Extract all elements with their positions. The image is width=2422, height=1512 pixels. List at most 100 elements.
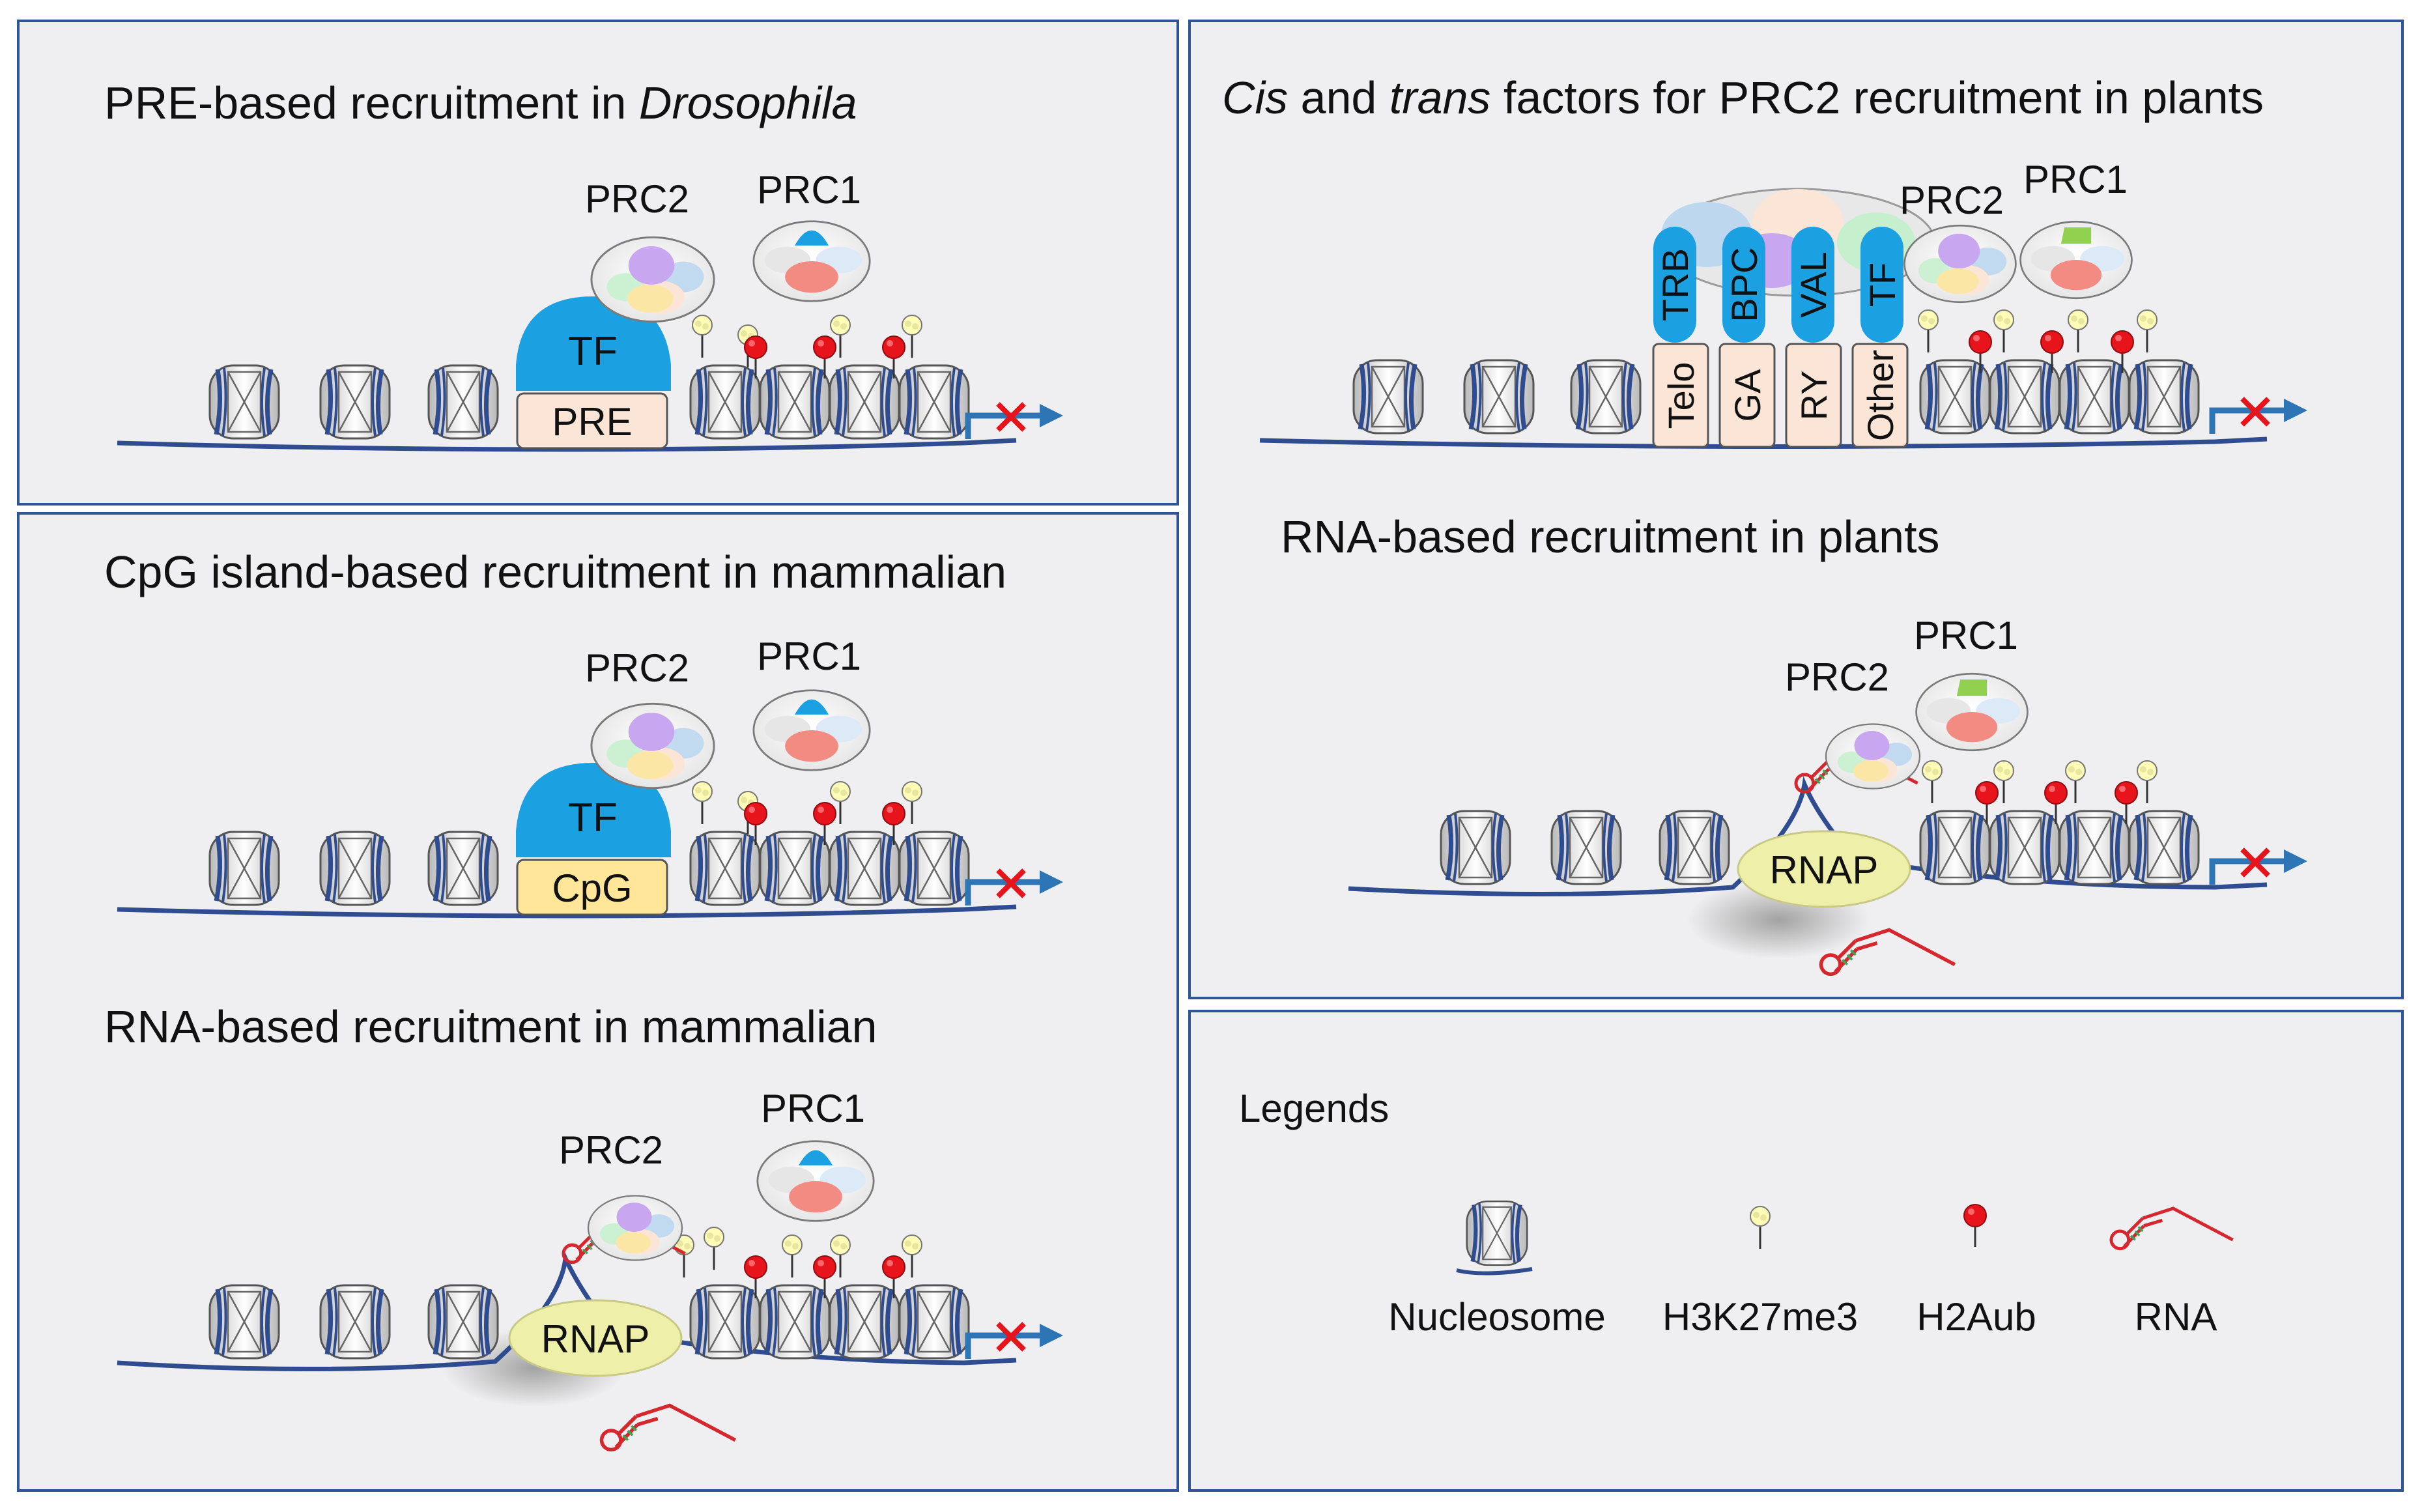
trans-factor-trb: TRB xyxy=(1653,227,1696,343)
prc1-complex-icon xyxy=(756,1140,875,1222)
prc2-complex-icon xyxy=(590,702,715,790)
cis-element-telo: Telo xyxy=(1652,343,1709,448)
nucleosome-icon xyxy=(1920,360,1989,433)
nucleosome-icon xyxy=(900,832,969,905)
svg-text:TF: TF xyxy=(1862,263,1903,307)
nucleosome-icon xyxy=(210,365,279,438)
nucleosome-icon xyxy=(2130,360,2199,433)
nucleosome-icon xyxy=(830,832,899,905)
svg-text:VAL: VAL xyxy=(1793,251,1834,318)
prc1-label: PRC1 xyxy=(757,168,861,212)
svg-text:Telo: Telo xyxy=(1660,362,1702,429)
dna-strand xyxy=(117,438,1017,452)
dna-strand xyxy=(117,904,1017,919)
nucleosome-icon xyxy=(210,1285,279,1358)
tf-label: TF xyxy=(568,795,618,840)
nucleosome-icon xyxy=(1464,360,1533,433)
nucleosome-icon xyxy=(760,832,829,905)
nucleosome-icon xyxy=(210,832,279,905)
svg-text:TRB: TRB xyxy=(1655,248,1696,321)
nucleosome-icon xyxy=(1571,360,1640,433)
svg-text:GA: GA xyxy=(1727,369,1768,422)
nucleosome-icon xyxy=(760,365,829,438)
panel-plants-frame xyxy=(1188,20,2404,999)
svg-text:RNA: RNA xyxy=(2135,1295,2217,1339)
nucleosome-icon xyxy=(830,365,899,438)
nucleosome-icon xyxy=(830,1285,899,1358)
prc2-label: PRC2 xyxy=(1900,178,2004,222)
nucleosome-icon xyxy=(1660,811,1729,884)
trans-factor-bpc: BPC xyxy=(1722,227,1765,343)
prc1-complex-icon xyxy=(2019,220,2133,300)
rnap-label: RNAP xyxy=(1770,848,1879,892)
legend-item-nucleosome: Nucleosome xyxy=(1388,1201,1606,1339)
nucleosome-icon xyxy=(2060,360,2129,433)
prc1-label: PRC1 xyxy=(1914,614,2018,657)
cpg-element-box xyxy=(516,859,668,916)
nucleosome-icon xyxy=(900,365,969,438)
nucleosome-icon xyxy=(691,365,760,438)
trans-factor-val: VAL xyxy=(1791,227,1834,343)
legend-title: Legends xyxy=(1239,1087,1389,1130)
nucleosome-icon xyxy=(429,1285,498,1358)
nucleosome-icon xyxy=(429,365,498,438)
tf-label: TF xyxy=(568,329,618,374)
nucleosome-icon xyxy=(691,1285,760,1358)
prc1-label: PRC1 xyxy=(2023,158,2128,201)
svg-text:BPC: BPC xyxy=(1724,247,1765,322)
rnap-enzyme xyxy=(1737,830,1911,908)
panel-legend: Legends Nucleosome H3K27me3 H2Aub RNA xyxy=(1239,1087,2233,1339)
prc2-complex-icon xyxy=(1825,722,1921,790)
nucleosome-icon xyxy=(1990,360,2059,433)
rnap-label: RNAP xyxy=(541,1317,650,1361)
nucleosome-icon xyxy=(321,832,390,905)
nucleosome-icon xyxy=(900,1285,969,1358)
nucleosome-icon xyxy=(1920,811,1989,884)
pre-element-box xyxy=(516,392,668,449)
nucleosome-icon xyxy=(1990,811,2059,884)
panel-rna-plant-title: RNA-based recruitment in plants xyxy=(1281,511,1940,562)
panel-rna-mammal-title: RNA-based recruitment in mammalian xyxy=(104,1001,877,1052)
panel-cpg: CpG island-based recruitment in mammalia… xyxy=(104,547,1063,919)
rnap-enzyme xyxy=(508,1299,683,1377)
svg-text:H3K27me3: H3K27me3 xyxy=(1662,1295,1858,1339)
nucleosome-icon xyxy=(321,1285,390,1358)
legend-item-h2aub: H2Aub xyxy=(1916,1203,2036,1339)
prc1-complex-icon xyxy=(1915,672,2029,752)
cis-element-ry: RY xyxy=(1785,343,1842,448)
cis-element-ga: GA xyxy=(1718,343,1776,448)
nucleosome-icon xyxy=(691,832,760,905)
prc1-complex-icon xyxy=(752,689,871,771)
cis-element-other: Other xyxy=(1851,343,1909,448)
prc1-label: PRC1 xyxy=(757,635,861,678)
svg-text:RY: RY xyxy=(1793,371,1834,421)
svg-text:Nucleosome: Nucleosome xyxy=(1388,1295,1606,1339)
panel-pre-title: PRE-based recruitment in Drosophila xyxy=(104,78,857,128)
panel-cpg-title: CpG island-based recruitment in mammalia… xyxy=(104,547,1006,597)
svg-text:H2Aub: H2Aub xyxy=(1916,1295,2036,1339)
panel-rna-mammal: RNA-based recruitment in mammalian RNAP … xyxy=(104,1001,1063,1449)
panel-plants-cis: Cis and trans factors for PRC2 recruitme… xyxy=(1222,72,2307,449)
panel-pre: PRE-based recruitment in Drosophila TF P… xyxy=(104,78,1063,452)
prc1-label: PRC1 xyxy=(761,1087,865,1130)
nucleosome-icon xyxy=(429,832,498,905)
nucleosome-icon xyxy=(321,365,390,438)
legend-item-h3k27me3: H3K27me3 xyxy=(1662,1205,1858,1339)
nucleosome-icon xyxy=(2130,811,2199,884)
prc2-complex-icon xyxy=(590,236,715,323)
nucleosome-icon xyxy=(1552,811,1621,884)
trans-factor-tf: TF xyxy=(1860,227,1903,343)
prc2-label: PRC2 xyxy=(585,177,689,221)
panel-rna-plant: RNA-based recruitment in plants RNAP PRC… xyxy=(1281,511,2307,974)
prc2-complex-icon xyxy=(1903,224,2017,304)
cpg-element-label: CpG xyxy=(552,866,632,910)
pre-element-label: PRE xyxy=(552,400,632,444)
prc2-label: PRC2 xyxy=(559,1128,663,1172)
prc2-complex-icon xyxy=(587,1194,683,1262)
nucleosome-icon xyxy=(1467,1201,1528,1265)
prc2-label: PRC2 xyxy=(585,646,689,690)
nucleosome-icon xyxy=(2060,811,2129,884)
nucleosome-icon xyxy=(1354,360,1423,433)
legend-item-rna: RNA xyxy=(2111,1208,2233,1339)
